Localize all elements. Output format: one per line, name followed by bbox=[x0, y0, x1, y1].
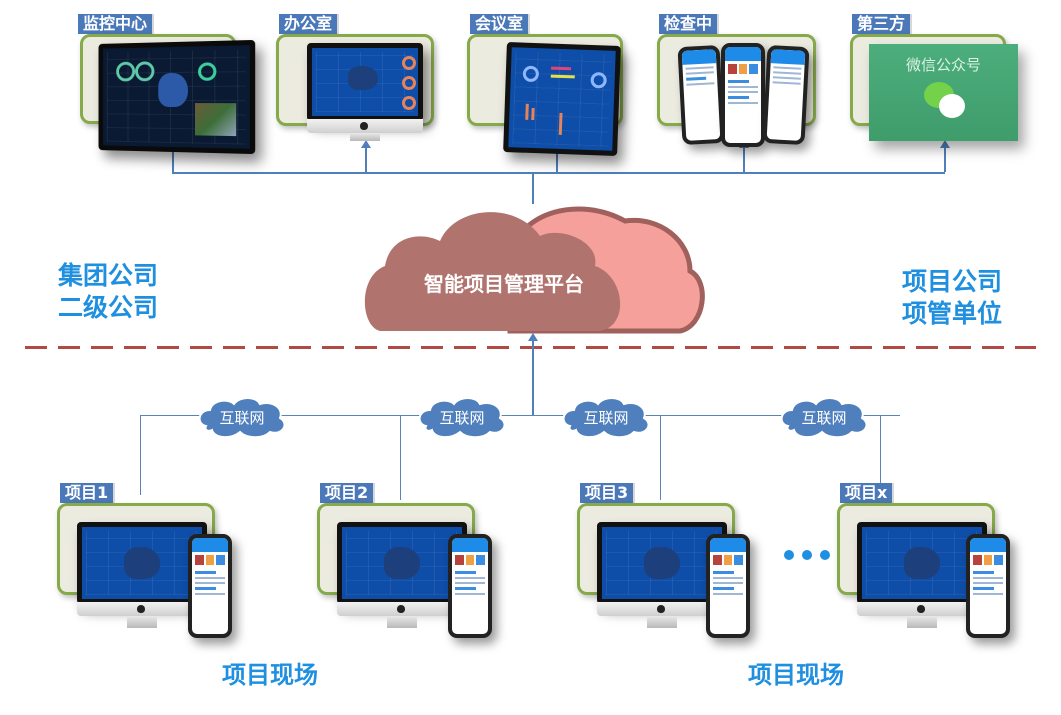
project-side-labels: 项目公司 项管单位 bbox=[902, 266, 1002, 330]
platform-cloud bbox=[360, 196, 710, 338]
monitor-stand bbox=[907, 616, 937, 628]
endpoint-tag: 第三方 bbox=[852, 14, 912, 34]
project-tag: 项目3 bbox=[580, 483, 635, 503]
internet-label: 互联网 bbox=[196, 407, 288, 428]
internet-label: 互联网 bbox=[416, 407, 508, 428]
side-label: 项管单位 bbox=[902, 298, 1002, 330]
project-tag: 项目2 bbox=[320, 483, 375, 503]
site-label: 项目现场 bbox=[748, 655, 844, 690]
project-link bbox=[140, 415, 141, 495]
arrow-up-icon bbox=[944, 147, 946, 172]
wechat-bubble-icon bbox=[939, 94, 965, 118]
wechat-panel-title: 微信公众号 bbox=[869, 54, 1018, 75]
mobile-phone bbox=[721, 43, 765, 147]
internet-cloud: 互联网 bbox=[196, 396, 288, 438]
platform-label: 智能项目管理平台 bbox=[424, 268, 584, 297]
side-label: 二级公司 bbox=[58, 292, 158, 324]
large-display-screen bbox=[503, 42, 621, 156]
internet-label: 互联网 bbox=[778, 407, 870, 428]
desktop-monitor-screen bbox=[307, 43, 423, 121]
project-link bbox=[400, 415, 401, 500]
mobile-phone bbox=[706, 534, 750, 638]
tier-divider bbox=[25, 346, 1036, 349]
apple-logo-icon bbox=[657, 605, 665, 613]
mobile-phone bbox=[966, 534, 1010, 638]
endpoint-tag: 办公室 bbox=[279, 14, 339, 34]
internet-label: 互联网 bbox=[560, 407, 652, 428]
mobile-phone bbox=[448, 534, 492, 638]
group-side-labels: 集团公司 二级公司 bbox=[58, 260, 158, 324]
endpoint-tag: 监控中心 bbox=[78, 14, 154, 34]
endpoint-tag: 会议室 bbox=[470, 14, 530, 34]
project-tag: 项目1 bbox=[60, 483, 115, 503]
site-label: 项目现场 bbox=[222, 655, 318, 690]
mobile-phone bbox=[677, 45, 724, 145]
endpoint-tag: 检查中 bbox=[659, 14, 719, 34]
monitor-stand bbox=[647, 616, 677, 628]
arrow-up-icon bbox=[365, 147, 367, 172]
side-label: 集团公司 bbox=[58, 260, 158, 292]
internet-cloud: 互联网 bbox=[560, 396, 652, 438]
mobile-phone bbox=[188, 534, 232, 638]
mobile-phone bbox=[762, 45, 809, 145]
apple-logo-icon bbox=[397, 605, 405, 613]
arrow-up-icon bbox=[532, 340, 534, 416]
side-label: 项目公司 bbox=[902, 266, 1002, 298]
project-tag: 项目x bbox=[840, 483, 894, 503]
video-wall-screen bbox=[99, 40, 256, 154]
more-projects-ellipsis bbox=[784, 550, 830, 560]
top-connector-bus bbox=[172, 172, 945, 174]
monitor-stand bbox=[127, 616, 157, 628]
arrow-up-icon bbox=[743, 147, 745, 172]
monitor-stand bbox=[350, 133, 380, 141]
monitor-stand bbox=[387, 616, 417, 628]
internet-cloud: 互联网 bbox=[416, 396, 508, 438]
apple-logo-icon bbox=[137, 605, 145, 613]
apple-logo-icon bbox=[917, 605, 925, 613]
internet-cloud: 互联网 bbox=[778, 396, 870, 438]
apple-logo-icon bbox=[360, 122, 368, 130]
project-link bbox=[660, 415, 661, 500]
wechat-official-account-panel: 微信公众号 bbox=[869, 44, 1018, 141]
